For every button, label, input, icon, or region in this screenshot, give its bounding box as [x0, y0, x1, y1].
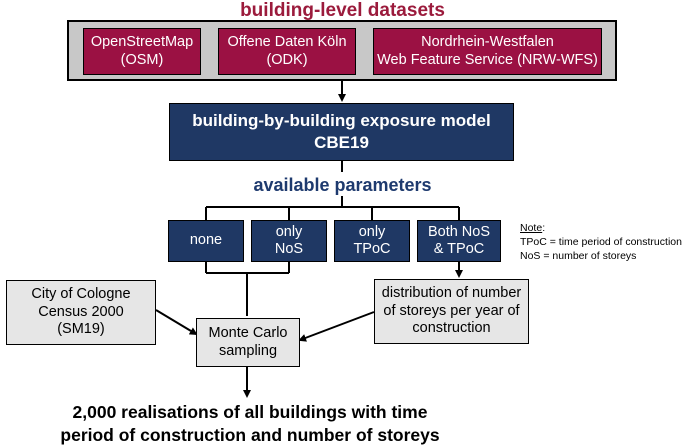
- datasets-title: building-level datasets: [240, 0, 445, 21]
- dataset-osm-box: OpenStreetMap (OSM): [83, 28, 201, 75]
- dataset-nrw-box: Nordrhein-Westfalen Web Feature Service …: [373, 28, 602, 75]
- monte-carlo-box: Monte Carlo sampling: [196, 318, 300, 367]
- parameters-title: available parameters: [253, 174, 432, 195]
- arrow-distribution-to-montecarlo: [298, 311, 375, 342]
- dataset-osm-abbrev: (OSM): [120, 51, 164, 68]
- parameter-tpoc-line2: TPoC: [353, 241, 391, 257]
- monte-carlo-line2: sampling: [218, 342, 278, 359]
- note-heading: Note:: [520, 222, 546, 234]
- census-line1: City of Cologne: [31, 286, 131, 303]
- census-line2: Census 2000: [38, 303, 124, 320]
- dataset-nrw-name: Nordrhein-Westfalen: [421, 34, 554, 51]
- arrow-census-to-montecarlo: [155, 309, 198, 336]
- exposure-model-name: CBE19: [314, 133, 369, 152]
- census-box: City of Cologne Census 2000 (SM19): [6, 280, 156, 345]
- exposure-model-box: building-by-building exposure model CBE1…: [169, 103, 514, 161]
- result-text: 2,000 realisations of all buildings with…: [40, 401, 460, 447]
- exposure-model-title: building-by-building exposure model: [192, 110, 491, 130]
- dataset-nrw-service: Web Feature Service (NRW-WFS): [377, 51, 598, 68]
- parameter-tpoc-box: only TPoC: [334, 220, 410, 262]
- distribution-box: distribution of number of storeys per ye…: [374, 279, 529, 344]
- dataset-osm-name: OpenStreetMap: [90, 34, 194, 51]
- parameter-both-box: Both NoS & TPoC: [417, 220, 501, 262]
- result-line2: period of construction and number of sto…: [60, 424, 440, 445]
- parameter-nos-box: only NoS: [251, 220, 327, 262]
- result-line1: 2,000 realisations of all buildings with…: [72, 402, 428, 422]
- distribution-line2: of storeys per year of: [383, 302, 520, 319]
- parameter-nos-line1: only: [275, 223, 303, 240]
- distribution-line1: distribution of number: [381, 285, 522, 302]
- dataset-odk-box: Offene Daten Köln (ODK): [218, 28, 356, 75]
- distribution-line3: construction: [412, 320, 491, 337]
- parameter-both-line1: Both NoS: [427, 223, 491, 240]
- parameter-nos-line2: NoS: [274, 241, 304, 257]
- dataset-odk-name: Offene Daten Köln: [227, 34, 347, 51]
- parameter-none-box: none: [168, 220, 244, 262]
- census-line3: (SM19): [57, 321, 105, 338]
- note-nos: NoS = number of storeys: [520, 250, 637, 263]
- monte-carlo-line1: Monte Carlo: [208, 325, 288, 342]
- parameter-both-line2: & TPoC: [433, 241, 485, 257]
- parameter-tpoc-line1: only: [358, 223, 386, 240]
- parameter-none-label: none: [189, 232, 223, 249]
- dataset-odk-abbrev: (ODK): [266, 51, 308, 68]
- note-block: Note: TPoC = time period of construction…: [520, 221, 685, 264]
- note-tpoc: TPoC = time period of construction: [520, 236, 682, 249]
